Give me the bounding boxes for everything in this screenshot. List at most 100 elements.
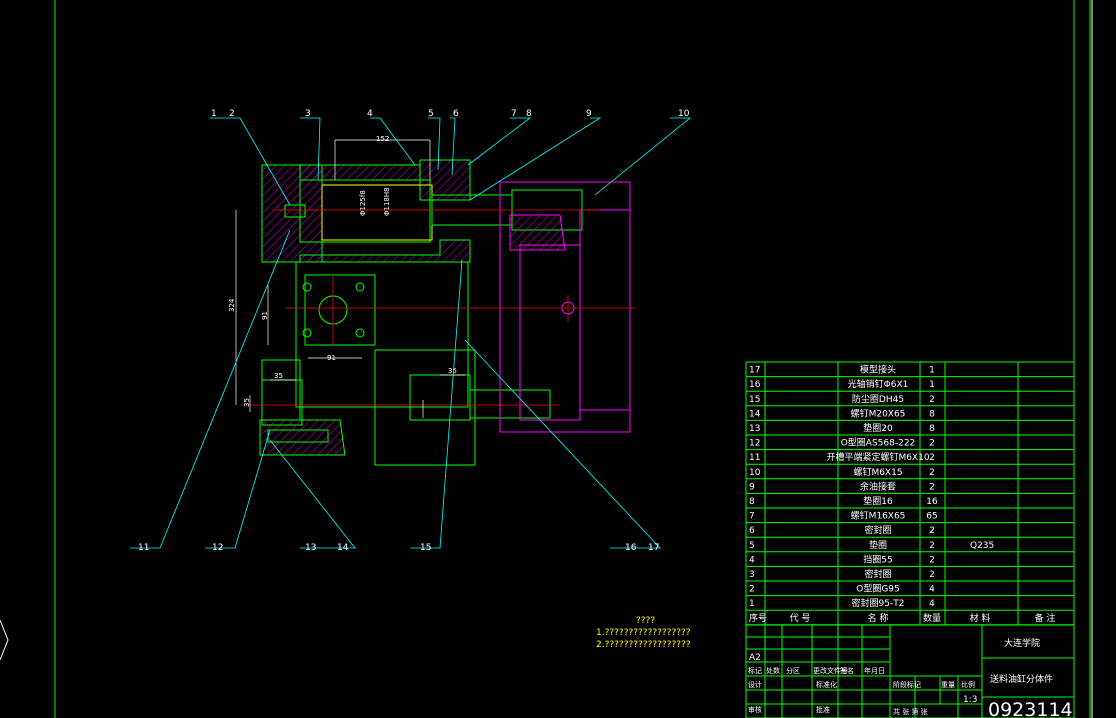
- parts-row-qty: 65: [926, 512, 937, 522]
- parts-row-qty: 2: [929, 555, 935, 565]
- parts-row-no: 13: [749, 424, 760, 434]
- dim-35-right: 35: [448, 367, 457, 375]
- label-mark: 标记: [748, 666, 762, 675]
- balloon-1: 1: [211, 109, 217, 119]
- label-standard: 标准化: [816, 680, 837, 689]
- dim-324: 324: [228, 298, 236, 312]
- parts-row-no: 14: [749, 409, 761, 419]
- balloon-10: 10: [678, 109, 690, 119]
- parts-row-no: 3: [749, 570, 755, 580]
- balloon-9: 9: [586, 109, 592, 119]
- cylinder-body: [261, 159, 583, 263]
- mold-frame: [499, 181, 631, 433]
- label-count: 处数: [766, 666, 780, 675]
- dimension-texts: 152 324 91 91 35 35 35 Φ125f8 Φ118H8: [228, 135, 457, 407]
- parts-row-name: 垫圈16: [863, 495, 893, 507]
- balloon-12: 12: [212, 543, 223, 553]
- balloon-13: 13: [305, 543, 316, 553]
- parts-row-name: 密封圈95-T2: [852, 597, 905, 609]
- parts-row-name: 余油接套: [860, 480, 896, 492]
- parts-row-no: 10: [749, 468, 761, 478]
- school-name: 大连学院: [1004, 637, 1040, 649]
- parts-row-no: 9: [749, 482, 755, 492]
- label-zone: 分区: [786, 666, 800, 675]
- label-change: 更改文件号: [813, 666, 848, 675]
- parts-row-no: 15: [749, 395, 760, 405]
- parts-header-remark: 备 注: [1035, 612, 1056, 624]
- parts-row-name: 密封圈: [864, 524, 891, 536]
- assembly-drawing: 152 324 91 91 35 35 35 Φ125f8 Φ118H8: [130, 109, 692, 650]
- main-body: [259, 261, 551, 466]
- parts-row-no: 4: [749, 555, 755, 565]
- parts-row-no: 2: [749, 585, 755, 595]
- parts-row-name: 防尘圈DH45: [852, 393, 904, 405]
- parts-row-material: Q235: [970, 541, 994, 551]
- parts-row-name: 模型接头: [860, 364, 896, 376]
- label-approve: 批准: [816, 705, 830, 714]
- balloon-4: 4: [367, 109, 373, 119]
- notes-line-2: 2.??????????????????: [596, 640, 691, 650]
- parts-row-name: 螺钉M20X65: [851, 408, 906, 419]
- parts-header-qty: 数量: [923, 612, 941, 624]
- dimension-lines: [235, 139, 465, 418]
- parts-row-no: 5: [749, 541, 755, 551]
- parts-header-name: 名 称: [868, 612, 889, 624]
- parts-header-material: 材 料: [970, 612, 991, 624]
- title-block-texts: A2 标记 处数 分区 更改文件号 签名 年月日 设计 标准化 阶段标记 重量 …: [748, 637, 1073, 718]
- dim-phi125: Φ125f8: [359, 190, 367, 216]
- parts-row-no: 16: [749, 380, 761, 390]
- label-design: 设计: [748, 680, 762, 689]
- balloon-3: 3: [305, 109, 311, 119]
- parts-row-no: 11: [749, 453, 760, 463]
- parts-row-qty: 2: [929, 468, 935, 478]
- dim-152: 152: [376, 135, 389, 143]
- balloon-7: 7: [511, 109, 517, 119]
- label-sign: 签名: [840, 666, 854, 675]
- parts-row-no: 6: [749, 526, 755, 536]
- balloon-6: 6: [453, 109, 459, 119]
- parts-row-name: 螺钉M16X65: [851, 511, 906, 522]
- label-ratio: 比例: [961, 680, 975, 689]
- balloon-17: 17: [648, 543, 659, 553]
- parts-row-qty: 2: [929, 482, 935, 492]
- drawing-title: 送料油缸分体件: [990, 673, 1053, 685]
- parts-row-no: 17: [749, 366, 760, 376]
- parts-row-name: 光轴销钉Φ6X1: [848, 378, 909, 390]
- sheet-size: A2: [749, 653, 761, 663]
- notes-line-1: 1.??????????????????: [596, 628, 691, 638]
- parts-row-no: 7: [749, 512, 755, 522]
- balloon-15: 15: [420, 543, 431, 553]
- parts-row-name: 密封圈: [864, 568, 891, 580]
- scale: 1:3: [963, 695, 977, 705]
- label-sheets: 共 张 第 张: [893, 707, 928, 716]
- balloon-8: 8: [526, 109, 532, 119]
- dim-35-vertical: 35: [243, 398, 251, 407]
- parts-row-qty: 4: [929, 599, 935, 609]
- parts-row-qty: 8: [929, 409, 935, 419]
- parts-row-qty: 1: [929, 380, 935, 390]
- parts-row-qty: 4: [929, 585, 935, 595]
- label-stage: 阶段标记: [893, 680, 921, 689]
- notes-heading: ????: [636, 616, 655, 626]
- parts-row-qty: 2: [929, 439, 935, 449]
- title-block: [745, 624, 1075, 718]
- parts-row-no: 1: [749, 599, 755, 609]
- leader-lines: [130, 117, 692, 549]
- dim-91-horizontal: 91: [327, 354, 336, 362]
- parts-row-qty: 1: [929, 366, 935, 376]
- center-lines: [245, 209, 635, 406]
- label-date: 年月日: [864, 666, 885, 675]
- dim-35-left: 35: [274, 372, 283, 380]
- technical-notes: ???? 1.?????????????????? 2.????????????…: [596, 616, 691, 650]
- label-review: 审核: [748, 705, 762, 714]
- balloon-14: 14: [337, 543, 349, 553]
- parts-row-no: 8: [749, 497, 755, 507]
- dim-91-vertical: 91: [261, 311, 269, 320]
- parts-header-no: 序号: [749, 612, 767, 624]
- parts-row-qty: 2: [929, 541, 935, 551]
- parts-row-name: 挡圈55: [863, 553, 892, 565]
- parts-row-name: 垫圈20: [863, 422, 893, 434]
- parts-row-qty: 8: [929, 424, 935, 434]
- parts-row-qty: 2: [929, 526, 935, 536]
